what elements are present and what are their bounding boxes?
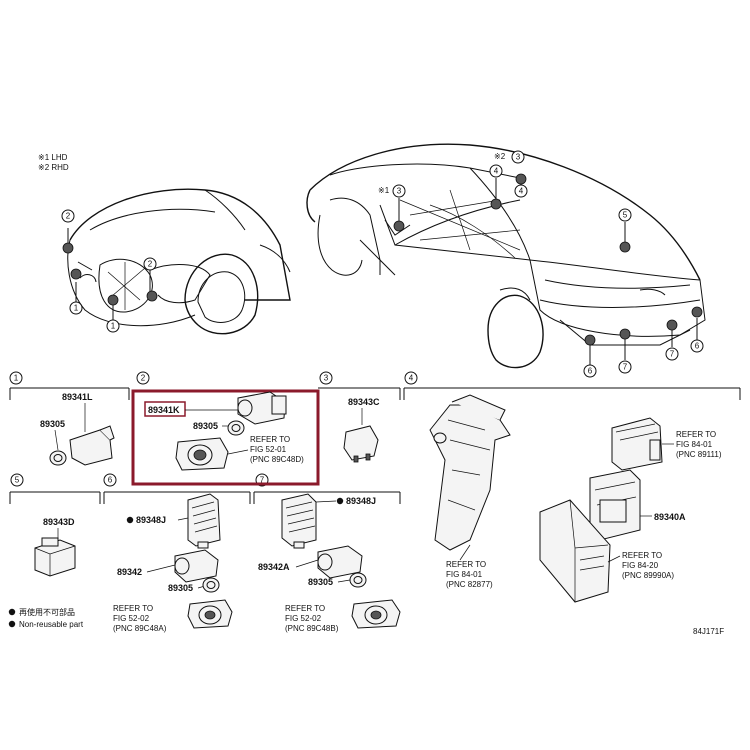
svg-text:2: 2 [66, 212, 71, 221]
non-reusable-bullet [8, 608, 16, 616]
section-4: REFER TO FIG 84-01 (PNC 82877) REFER TO … [429, 394, 722, 603]
svg-text:REFER TO: REFER TO [250, 435, 290, 444]
svg-text:6: 6 [108, 476, 113, 485]
svg-text:7: 7 [260, 476, 265, 485]
svg-text:FIG 84-01: FIG 84-01 [446, 570, 483, 579]
part-number-highlight [144, 401, 186, 417]
rear-callouts: ※1 3 ※2 3 4 4 5 6 7 7 6 [378, 150, 704, 378]
svg-text:1: 1 [74, 304, 79, 313]
svg-text:5: 5 [623, 211, 628, 220]
svg-text:FIG 52-01: FIG 52-01 [250, 445, 287, 454]
svg-text:89348J: 89348J [346, 496, 376, 506]
svg-text:7: 7 [623, 363, 628, 372]
svg-text:7: 7 [670, 350, 675, 359]
svg-text:89343D: 89343D [43, 517, 75, 527]
svg-text:89305: 89305 [308, 577, 333, 587]
svg-text:FIG 84-01: FIG 84-01 [676, 440, 713, 449]
svg-text:(PNC 82877): (PNC 82877) [446, 580, 493, 589]
svg-text:FIG 84-20: FIG 84-20 [622, 561, 659, 570]
svg-text:REFER TO: REFER TO [285, 604, 325, 613]
svg-text:5: 5 [15, 476, 20, 485]
svg-text:89340A: 89340A [654, 512, 686, 522]
svg-text:3: 3 [397, 187, 402, 196]
svg-text:2: 2 [141, 374, 146, 383]
svg-text:FIG 52-02: FIG 52-02 [113, 614, 150, 623]
svg-text:89305: 89305 [168, 583, 193, 593]
non-reusable-bullet [8, 620, 16, 628]
legend-rhd: ※2 RHD [38, 163, 69, 172]
svg-text:89305: 89305 [40, 419, 65, 429]
front-callouts: 2 1 1 2 [61, 209, 158, 333]
section-brackets [9, 387, 741, 504]
section-5: 89343D 再使用不可部品 Non-reusable part [8, 517, 84, 629]
section-2: 89341K 89305 REFER TO FIG 52-01 (PNC 89C… [131, 389, 320, 486]
legend-lhd: ※1 LHD [38, 153, 68, 162]
svg-text:89341K: 89341K [148, 405, 180, 415]
svg-text:(PNC 89990A): (PNC 89990A) [622, 571, 674, 580]
svg-text:(PNC 89C48B): (PNC 89C48B) [285, 624, 339, 633]
svg-text:3: 3 [324, 374, 329, 383]
svg-text:(PNC 89111): (PNC 89111) [676, 450, 722, 459]
svg-text:Non-reusable part: Non-reusable part [19, 620, 84, 629]
section-3: 89343C [343, 397, 380, 463]
svg-text:1: 1 [14, 374, 19, 383]
svg-text:6: 6 [588, 367, 593, 376]
svg-text:1: 1 [111, 322, 116, 331]
svg-text:4: 4 [494, 167, 499, 176]
rear-car-illustration [306, 143, 706, 369]
svg-text:89342A: 89342A [258, 562, 290, 572]
svg-text:※2: ※2 [494, 152, 506, 161]
svg-text:6: 6 [695, 342, 700, 351]
diagram-code: 84J171F [693, 627, 724, 636]
svg-text:REFER TO: REFER TO [446, 560, 486, 569]
svg-text:89342: 89342 [117, 567, 142, 577]
svg-text:REFER TO: REFER TO [622, 551, 662, 560]
section-1: 89341L 89305 [40, 392, 115, 466]
svg-text:89348J: 89348J [136, 515, 166, 525]
svg-text:89341L: 89341L [62, 392, 93, 402]
svg-text:再使用不可部品: 再使用不可部品 [19, 607, 75, 617]
svg-text:2: 2 [148, 260, 153, 269]
front-car-illustration [67, 188, 291, 335]
svg-text:※1: ※1 [378, 186, 390, 195]
svg-text:89343C: 89343C [348, 397, 380, 407]
svg-text:REFER TO: REFER TO [676, 430, 716, 439]
svg-text:(PNC 89C48D): (PNC 89C48D) [250, 455, 304, 464]
section-7: 89348J 89342A 89305 REFER TO FIG 52-02 (… [258, 493, 401, 633]
svg-text:FIG 52-02: FIG 52-02 [285, 614, 322, 623]
svg-text:89305: 89305 [193, 421, 218, 431]
section-callouts: 1 2 3 4 5 6 7 [9, 371, 418, 487]
highlight-box [131, 389, 320, 486]
svg-text:REFER TO: REFER TO [113, 604, 153, 613]
svg-text:3: 3 [516, 153, 521, 162]
section-6: 89348J 89342 89305 REFER TO FIG 52-02 (P… [113, 493, 233, 633]
svg-text:4: 4 [519, 187, 524, 196]
svg-text:4: 4 [409, 374, 414, 383]
svg-text:(PNC 89C48A): (PNC 89C48A) [113, 624, 167, 633]
